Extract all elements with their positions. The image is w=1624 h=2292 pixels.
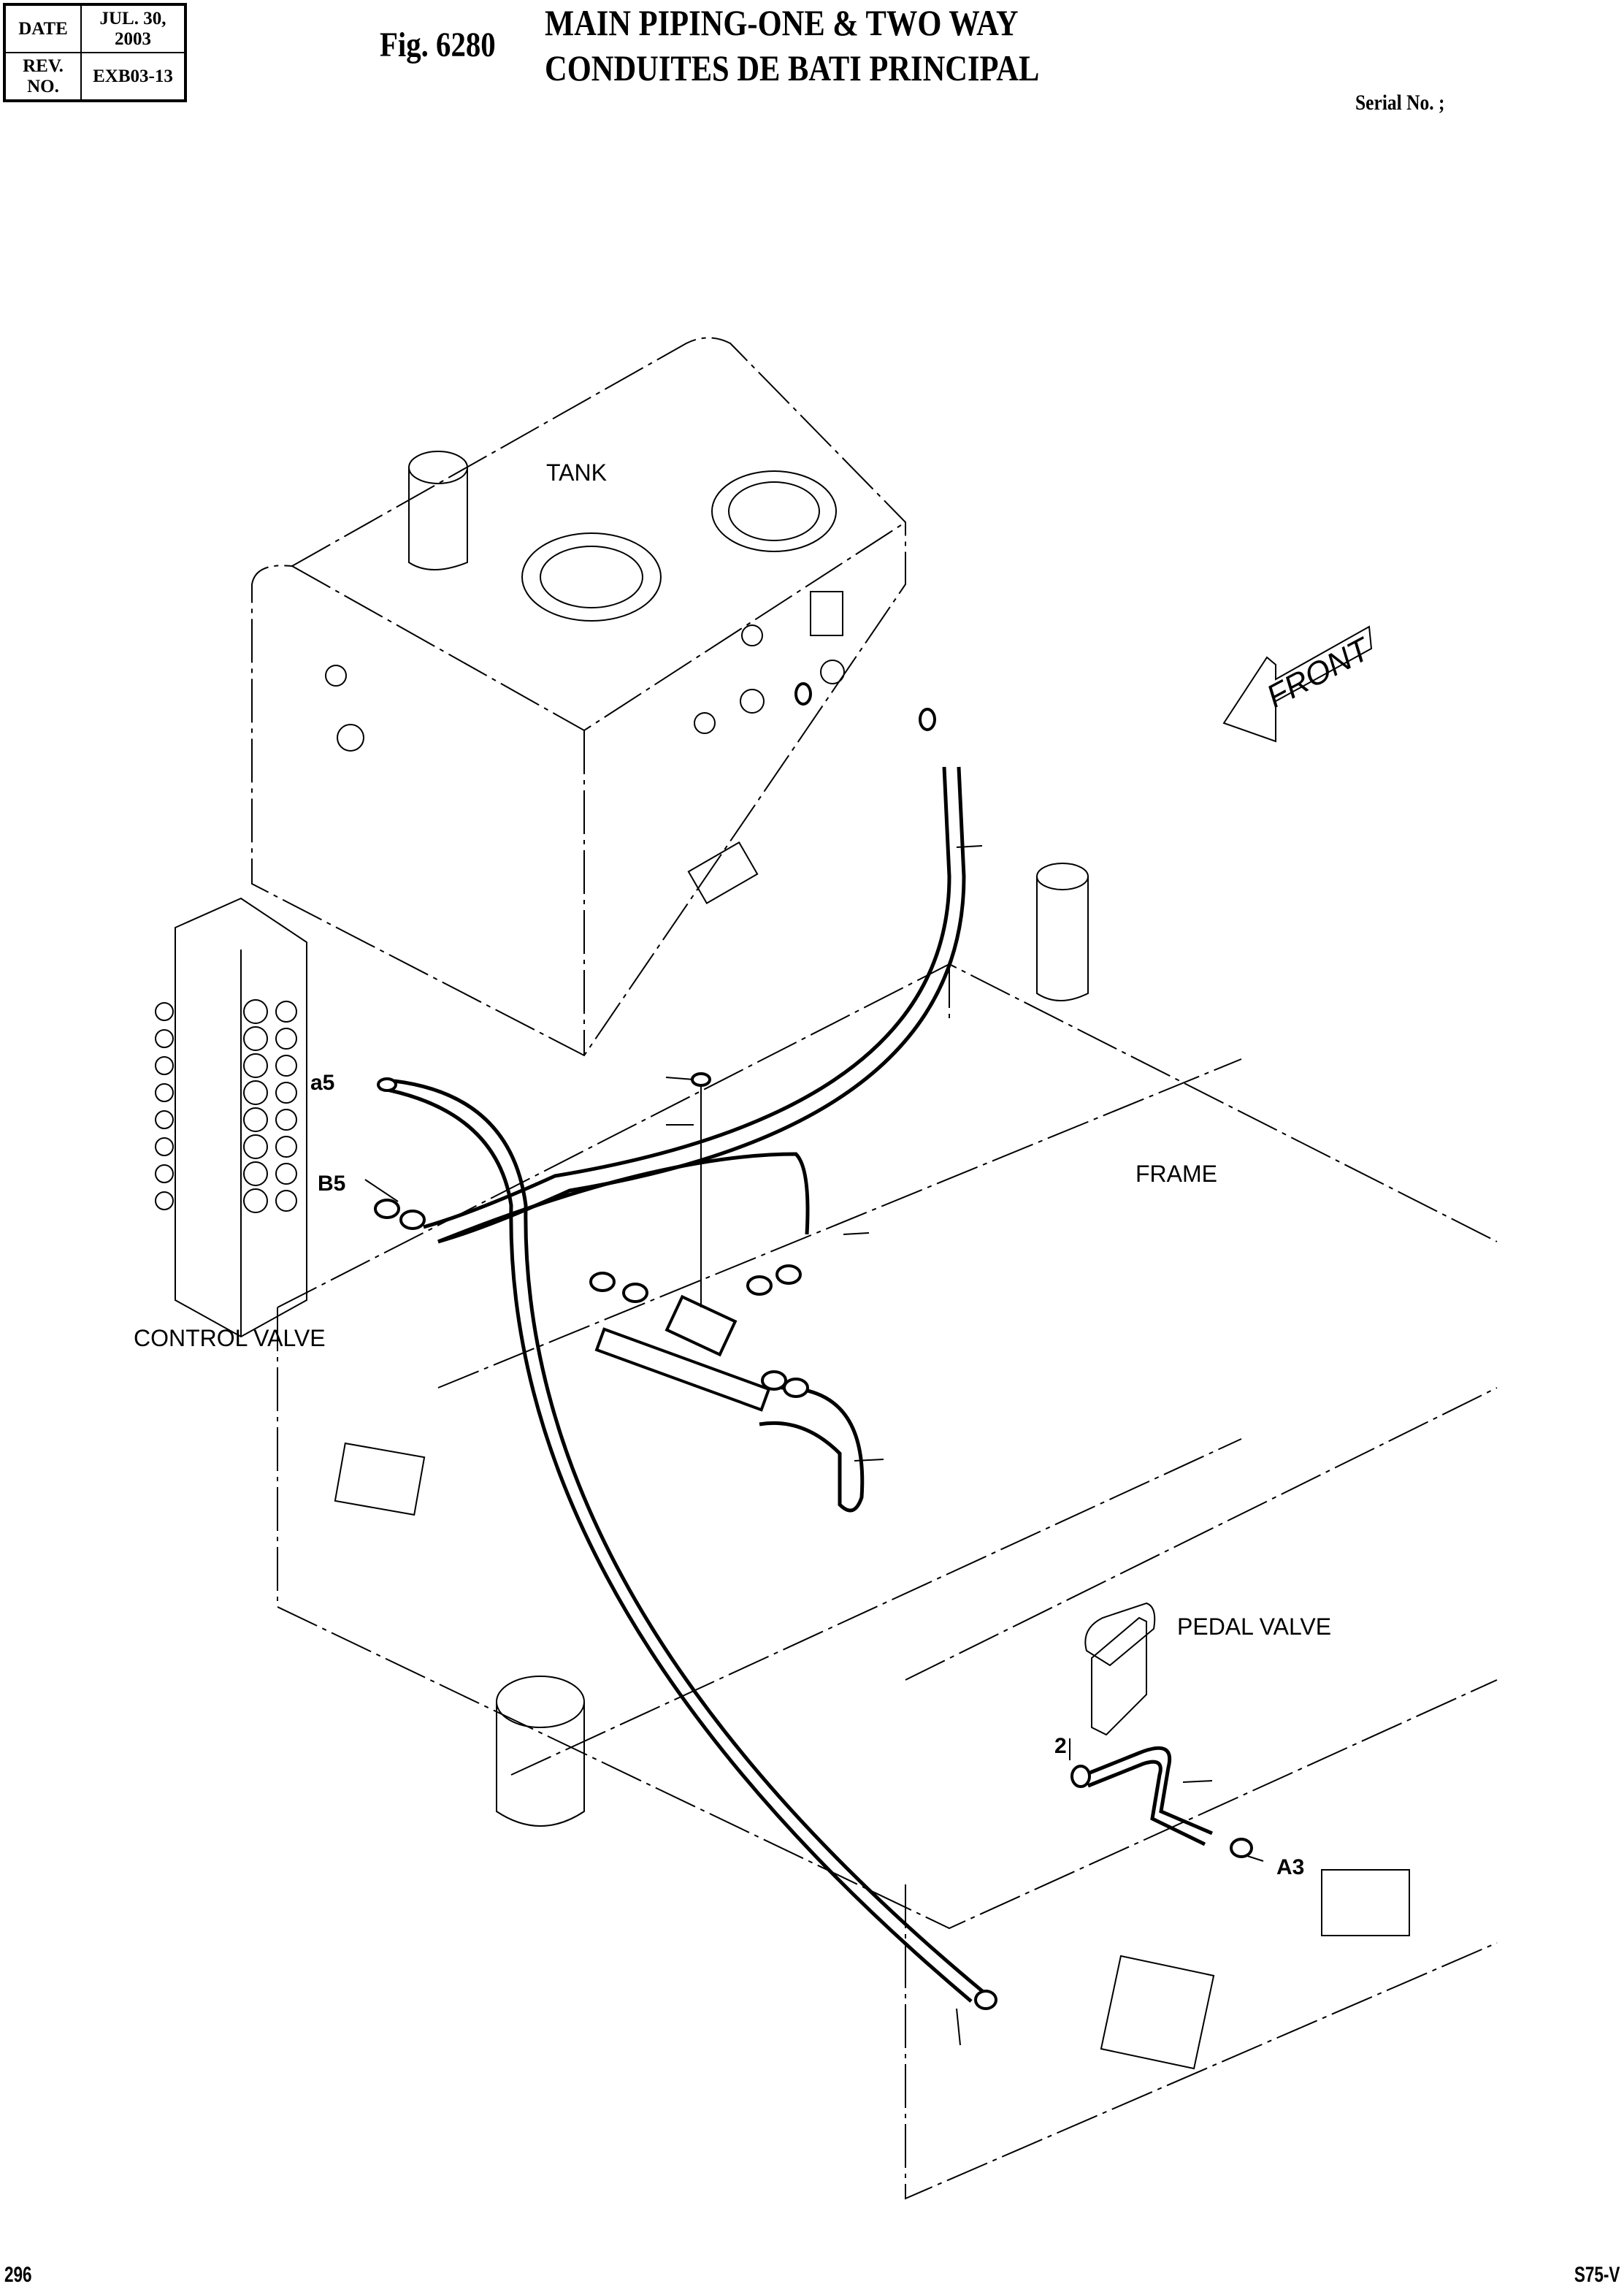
machine-frame xyxy=(277,863,1498,2200)
page-title-english: MAIN PIPING-ONE & TWO WAY xyxy=(545,2,1019,43)
date-label: DATE xyxy=(4,4,82,53)
valve-spool-port xyxy=(243,999,268,1024)
page-title-french: CONDUITES DE BATI PRINCIPAL xyxy=(545,47,1040,88)
valve-spool-port xyxy=(155,1029,174,1048)
valve-spool-port xyxy=(155,1110,174,1129)
control-valve xyxy=(155,897,307,1338)
rev-label: REV. NO. xyxy=(4,52,82,102)
hose-fittings xyxy=(374,682,1253,2010)
valve-spool-port xyxy=(243,1134,268,1159)
valve-spool-port xyxy=(275,1055,297,1077)
pedal-valve xyxy=(1084,1602,1156,1736)
valve-spool-port xyxy=(155,1002,174,1021)
tank-label: TANK xyxy=(546,459,607,486)
rev-value: EXB03-13 xyxy=(80,52,186,102)
revision-info-table: DATE JUL. 30, 2003 REV. NO. EXB03-13 xyxy=(3,3,187,102)
valve-spool-port xyxy=(275,1028,297,1050)
callout-leader-lines xyxy=(364,845,1264,2046)
port-label-2: 2 xyxy=(1054,1734,1067,1758)
page-number: 296 xyxy=(4,2263,32,2287)
valve-spool-port xyxy=(243,1188,268,1213)
port-label-b5: B5 xyxy=(318,1172,345,1196)
front-direction-arrow: FRONT xyxy=(1222,625,1378,743)
valve-spool-port xyxy=(275,1001,297,1023)
port-label-a5: a5 xyxy=(310,1071,334,1095)
valve-spool-port xyxy=(275,1082,297,1104)
valve-spool-port xyxy=(243,1107,268,1132)
valve-spool-port xyxy=(275,1163,297,1185)
valve-spool-port xyxy=(243,1026,268,1051)
figure-number: Fig. 6280 xyxy=(380,26,496,64)
machine-model: S75-V xyxy=(1574,2263,1620,2287)
valve-spool-port xyxy=(275,1109,297,1131)
valve-spool-port xyxy=(155,1056,174,1075)
front-arrow-label: FRONT xyxy=(1261,630,1378,715)
valve-spool-port xyxy=(155,1191,174,1210)
hydraulic-hoses xyxy=(379,766,1213,2003)
serial-number-label: Serial No. ; xyxy=(1355,91,1445,115)
date-value: JUL. 30, 2003 xyxy=(80,4,186,53)
valve-spool-port xyxy=(155,1164,174,1183)
control-valve-label: CONTROL VALVE xyxy=(134,1325,326,1351)
frame-label: FRAME xyxy=(1135,1161,1217,1187)
hydraulic-tank xyxy=(251,337,906,1057)
valve-spool-port xyxy=(243,1053,268,1078)
pedal-valve-label: PEDAL VALVE xyxy=(1177,1613,1331,1640)
port-label-a3: A3 xyxy=(1276,1855,1304,1879)
valve-spool-port xyxy=(275,1136,297,1158)
valve-spool-port xyxy=(155,1083,174,1102)
valve-spool-port xyxy=(243,1161,268,1186)
valve-spool-port xyxy=(275,1190,297,1212)
valve-spool-port xyxy=(155,1137,174,1156)
valve-spool-port xyxy=(243,1080,268,1105)
